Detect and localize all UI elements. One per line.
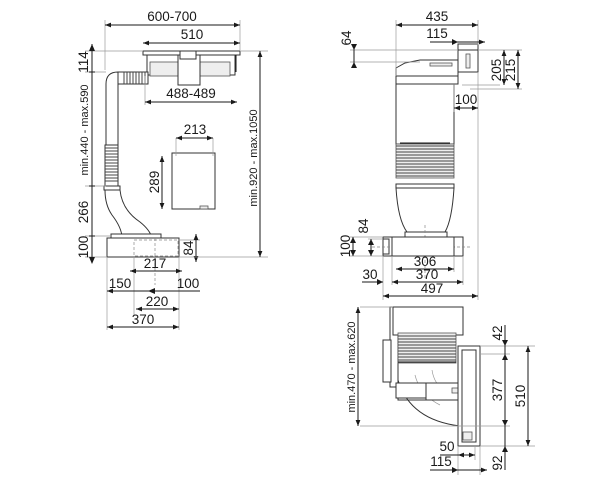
dim-hob-height: 114	[76, 51, 91, 73]
dim-front-top-gap: 64	[339, 30, 354, 46]
front-body	[395, 83, 455, 145]
dim-outlet-220: 220	[146, 294, 169, 309]
dim-front-width: 435	[426, 9, 449, 24]
dim-top-bottom-gap: 92	[490, 455, 505, 470]
dim-total-height: min.920 - max.1050	[248, 109, 260, 206]
dim-unit-depth: 488-489	[166, 86, 216, 101]
dim-top-overall-height: 510	[513, 385, 528, 408]
dim-duct-height: min.440 - max.590	[79, 84, 91, 175]
dim-box-height: 289	[147, 171, 162, 194]
front-hob-unit	[395, 43, 479, 85]
duct-elbow	[104, 189, 153, 239]
dim-front-plinth-w1: 306	[414, 254, 437, 269]
front-ribs	[395, 142, 455, 179]
dim-front-outlet-h1: 205	[489, 59, 504, 82]
dim-top-inner-width: 50	[439, 439, 454, 454]
dim-plinth-inner: 84	[181, 240, 196, 256]
dim-front-outlet: 115	[426, 26, 448, 41]
dim-overall-width: 600-700	[147, 9, 197, 24]
dim-front-plinth-inner: 84	[356, 218, 371, 234]
dim-elbow-height: 266	[76, 201, 91, 224]
filter-box	[171, 152, 216, 210]
dim-top-gap: 42	[490, 325, 505, 340]
dim-front-offset: 100	[455, 92, 478, 107]
dim-front-outlet-h2: 215	[503, 59, 518, 82]
vertical-duct	[103, 144, 121, 191]
dim-outlet-width: 217	[144, 256, 167, 271]
dim-top-height-range: min.470 - max.620	[346, 321, 358, 412]
dim-top-inner-height: 377	[490, 379, 505, 402]
front-view: 435 115 64 205 215 100	[338, 9, 522, 300]
dim-front-total-width: 497	[421, 281, 444, 296]
hob-unit	[142, 50, 241, 86]
dim-plinth-height: 100	[76, 236, 91, 259]
top-side-panel	[457, 345, 481, 447]
front-plinth	[372, 225, 470, 280]
dim-front-plinth-w2: 370	[416, 267, 439, 282]
dim-front-plinth-height: 100	[338, 235, 353, 258]
dim-box-width: 213	[184, 122, 207, 137]
dim-front-side-offset: 30	[362, 267, 377, 282]
dim-plinth-width: 370	[132, 312, 155, 327]
dim-offset-left: 150	[109, 276, 132, 291]
top-view: min.470 - max.620 42 377 92 510 50 115	[346, 306, 535, 475]
dim-hob-width: 510	[181, 27, 204, 42]
dim-offset-right: 100	[177, 276, 200, 291]
top-ribs	[397, 332, 457, 364]
side-view: 600-700 510 488-489 114 min.440 - max.59…	[76, 9, 268, 330]
dim-top-outer-width: 115	[430, 454, 452, 469]
